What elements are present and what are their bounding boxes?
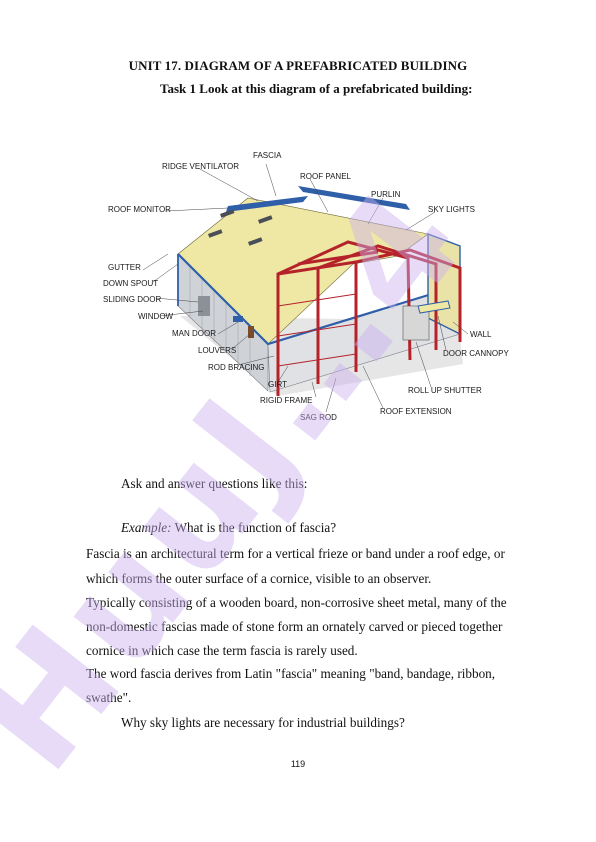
body-line-3: Typically consisting of a wooden board, … xyxy=(86,595,507,610)
label-window: WINDOW xyxy=(138,312,174,321)
label-wall: WALL xyxy=(470,330,492,339)
label-sag-rod: SAG ROD xyxy=(300,413,337,422)
task-heading: Task 1 Look at this diagram of a prefabr… xyxy=(160,81,473,96)
label-roof-monitor: ROOF MONITOR xyxy=(108,205,171,214)
example-question: What is the function of fascia? xyxy=(171,520,337,535)
label-gutter: GUTTER xyxy=(108,263,141,272)
label-ridge-ventilator: RIDGE VENTILATOR xyxy=(162,162,239,171)
page-number: 119 xyxy=(290,759,306,769)
building-diagram: FASCIA RIDGE VENTILATOR ROOF PANEL PURLI… xyxy=(103,151,509,422)
question-2: Why sky lights are necessary for industr… xyxy=(121,715,405,730)
label-roll-up-shutter: ROLL UP SHUTTER xyxy=(408,386,482,395)
body-line-1: Fascia is an architectural term for a ve… xyxy=(86,546,505,561)
label-rigid-frame: RIGID FRAME xyxy=(260,396,312,405)
label-fascia: FASCIA xyxy=(253,151,282,160)
label-man-door: MAN DOOR xyxy=(172,329,216,338)
example-label: Example: xyxy=(121,520,172,535)
label-sky-lights: SKY LIGHTS xyxy=(428,205,475,214)
page-title: UNIT 17. DIAGRAM OF A PREFABRICATED BUIL… xyxy=(128,58,468,73)
instruction-text: Ask and answer questions like this: xyxy=(121,476,308,491)
body-line-2: which forms the outer surface of a corni… xyxy=(86,571,432,586)
body-line-4: non-domestic fascias made of stone form … xyxy=(86,619,503,634)
label-down-spout: DOWN SPOUT xyxy=(103,279,158,288)
example-line: Example: What is the function of fascia? xyxy=(121,518,336,538)
label-sliding-door: SLIDING DOOR xyxy=(103,295,161,304)
body-line-6: The word fascia derives from Latin "fasc… xyxy=(86,666,496,681)
label-roof-extension: ROOF EXTENSION xyxy=(380,407,452,416)
roof-monitor xyxy=(226,196,308,212)
body-line-5: cornice in which case the term fascia is… xyxy=(86,643,358,658)
label-girt: GIRT xyxy=(268,380,287,389)
label-louvers: LOUVERS xyxy=(198,346,236,355)
body-line-7: swathe". xyxy=(86,690,132,705)
label-rod-bracing: ROD BRACING xyxy=(208,363,264,372)
label-door-cannopy: DOOR CANNOPY xyxy=(443,349,509,358)
label-purlin: PURLIN xyxy=(371,190,401,199)
label-roof-panel: ROOF PANEL xyxy=(300,172,352,181)
